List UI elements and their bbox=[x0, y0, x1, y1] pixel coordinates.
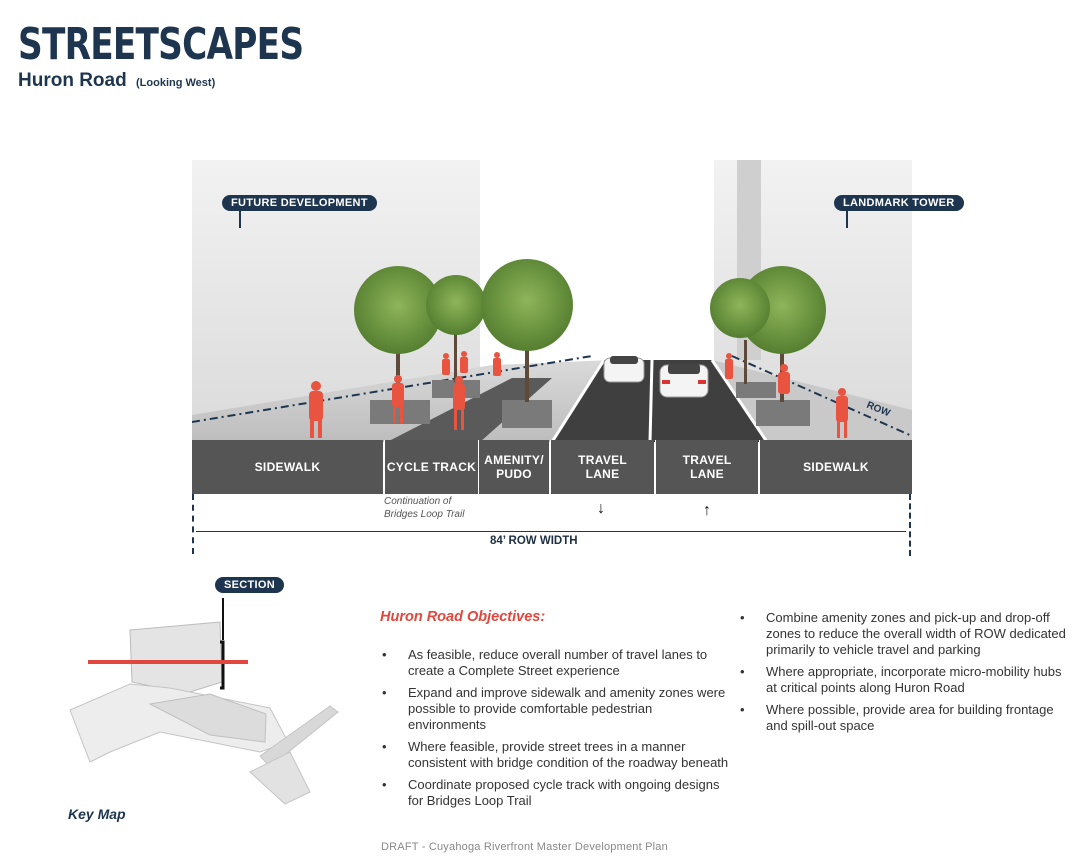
zone-sidewalk-left: SIDEWALK bbox=[192, 440, 383, 494]
list-item: Coordinate proposed cycle track with ong… bbox=[381, 777, 731, 809]
key-map-label: Key Map bbox=[68, 806, 126, 822]
zone-cycle-track: CYCLE TRACK bbox=[384, 440, 478, 494]
list-item: Where appropriate, incorporate micro-mob… bbox=[739, 664, 1075, 696]
objectives-list-right: Combine amenity zones and pick-up and dr… bbox=[739, 610, 1075, 740]
row-boundary-right bbox=[909, 494, 911, 556]
zone-amenity-pudo: AMENITY/ PUDO bbox=[478, 440, 549, 494]
pedestrian-figures bbox=[309, 351, 848, 438]
callout-tail bbox=[239, 210, 241, 228]
row-width-line bbox=[196, 531, 906, 532]
subtitle-main: Huron Road bbox=[18, 70, 127, 91]
callout-landmark-tower: LANDMARK TOWER bbox=[834, 195, 964, 211]
list-item: Where feasible, provide street trees in … bbox=[381, 739, 731, 771]
callout-section: SECTION bbox=[215, 577, 284, 593]
zone-sidewalk-right: SIDEWALK bbox=[759, 440, 912, 494]
car-icon bbox=[603, 356, 645, 383]
page-subtitle: Huron Road (Looking West) bbox=[18, 70, 215, 92]
key-map-image bbox=[69, 598, 339, 805]
cycle-track-note: Continuation of Bridges Loop Trail bbox=[384, 496, 465, 520]
row-boundary-left bbox=[192, 494, 194, 554]
list-item: Where possible, provide area for buildin… bbox=[739, 702, 1075, 734]
direction-arrow-down: ↓ bbox=[597, 500, 605, 517]
cycle-track-surface bbox=[387, 378, 552, 442]
streetscape-rendering bbox=[192, 160, 912, 442]
list-item: Expand and improve sidewalk and amenity … bbox=[381, 685, 731, 733]
list-item: Combine amenity zones and pick-up and dr… bbox=[739, 610, 1075, 658]
callout-future-development: FUTURE DEVELOPMENT bbox=[222, 195, 377, 211]
car-icon bbox=[659, 364, 709, 398]
objectives-list-left: As feasible, reduce overall number of tr… bbox=[381, 647, 731, 815]
row-width-label: 84’ ROW WIDTH bbox=[490, 535, 578, 547]
direction-arrow-up: ↑ bbox=[703, 502, 711, 519]
list-item: As feasible, reduce overall number of tr… bbox=[381, 647, 731, 679]
objectives-heading: Huron Road Objectives: bbox=[380, 609, 546, 625]
page-title: STREETSCAPES bbox=[18, 19, 304, 70]
footer-draft-note: DRAFT - Cuyahoga Riverfront Master Devel… bbox=[381, 841, 668, 853]
zone-travel-lane-1: TRAVEL LANE bbox=[550, 440, 654, 494]
street-trees bbox=[354, 259, 826, 402]
callout-tail bbox=[846, 210, 848, 228]
zone-travel-lane-2: TRAVEL LANE bbox=[655, 440, 758, 494]
subtitle-note: (Looking West) bbox=[136, 77, 216, 89]
